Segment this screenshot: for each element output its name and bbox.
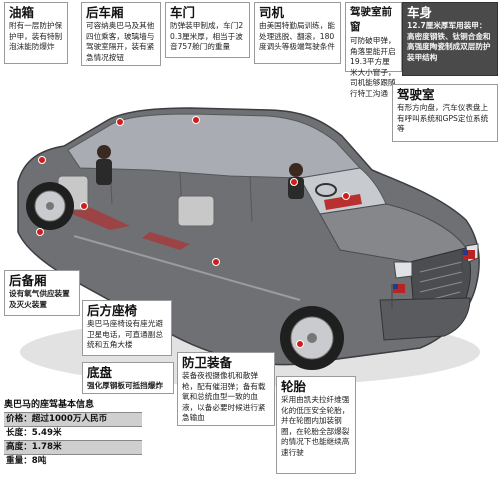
marker-chassis <box>36 228 44 236</box>
passenger-figure <box>97 145 111 159</box>
dashboard <box>324 194 362 210</box>
steering-wheel <box>315 183 337 197</box>
flag-left <box>393 284 405 293</box>
label-rear-seats-title: 后方座椅 <box>87 303 138 318</box>
marker-cab-windows <box>342 192 350 200</box>
label-rear-cabin-title: 后车厢 <box>86 5 124 20</box>
car-roof-glass <box>67 113 361 179</box>
label-rear-cabin: 后车厢 可容纳奥巴马及其他四位乘客，玻璃墙与驾驶室隔开，装有紧急情况按钮 <box>81 2 161 66</box>
front-bumper <box>379 297 471 341</box>
rear-wheel <box>26 182 74 230</box>
spec-row-price: 价格：超过1000万人民币 <box>4 412 142 426</box>
spec-table: 奥巴马的座驾基本信息 价格：超过1000万人民币 长度：5.49米 高度：1.7… <box>4 399 142 468</box>
label-driver-text: 由美国特勤局训练，能处理逃脱、翻滚，180度调头等极端驾驶条件 <box>259 21 335 51</box>
spec-title: 奥巴马的座驾基本信息 <box>4 400 95 410</box>
label-doors-text: 防弹装甲制成，车门20.3厘米厚，相当于波音757舱门的重量 <box>170 21 244 51</box>
label-cab-title: 驾驶室 <box>397 87 435 102</box>
flag-right <box>463 250 475 259</box>
label-chassis-text: 强化厚钢板可抵挡爆炸 <box>87 381 163 390</box>
label-cab-text: 有形方向盘，汽车仪表盘上有呼叫系统和GPS定位系统等 <box>397 103 489 133</box>
label-tires-text: 采用由凯夫拉纤维强化的低压安全轮胎，并在轮圈内加装钢圈，在轮胎全部爆裂的情况下也… <box>281 395 350 457</box>
label-fuel-tank-text: 附有一层防护保护甲，装有特制泡沫能防爆炸 <box>9 21 63 51</box>
label-cab-windows-text: 可防破甲弹，角落里能开启19.3平方厘米大小窗子，司机能够跟随行特工沟通 <box>350 36 396 98</box>
label-body: 车身 12.7厘米厚军用装甲：高密度钢铁、钛铜合金和高强度陶瓷制成双层防护装甲结… <box>402 2 498 76</box>
marker-fuel-tank <box>38 156 46 164</box>
label-defense-text: 装备夜视摄像机和散弹枪，配有催泪弹；备有载氧和总统血型一致的血液，以备必要时候进… <box>182 371 266 422</box>
label-doors-title: 车门 <box>170 5 196 20</box>
label-fuel-tank-title: 油箱 <box>9 5 35 20</box>
label-doors: 车门 防弹装甲制成，车门20.3厘米厚，相当于波音757舱门的重量 <box>165 2 250 58</box>
marker-defense <box>212 258 220 266</box>
label-rear-seats: 后方座椅 奥巴马座椅设有座光避卫星电话，可直通副总统和五角大楼 <box>82 300 172 356</box>
front-wheel <box>280 306 344 370</box>
body-crease <box>73 235 301 301</box>
label-defense: 防卫装备 装备夜视摄像机和散弹枪，配有催泪弹；备有载氧和总统血型一致的血液，以备… <box>177 352 275 426</box>
label-defense-title: 防卫装备 <box>182 355 233 370</box>
label-rear-seats-text: 奥巴马座椅设有座光避卫星电话，可直通副总统和五角大楼 <box>87 319 163 349</box>
label-trunk-title: 后备厢 <box>9 273 47 288</box>
marker-driver <box>290 178 298 186</box>
marker-trunk <box>80 202 88 210</box>
label-cab-windows: 驾驶室前窗 可防破甲弹，角落里能开启19.3平方厘米大小窗子，司机能够跟随行特工… <box>345 2 402 98</box>
label-rear-cabin-text: 可容纳奥巴马及其他四位乘客，玻璃墙与驾驶室隔开，装有紧急情况按钮 <box>86 21 155 62</box>
headlight-left <box>393 261 413 279</box>
spec-row-weight: 重量：8吨 <box>4 454 142 468</box>
marker-doors <box>192 116 200 124</box>
feature-markers <box>36 116 350 348</box>
mid-floor <box>142 232 190 250</box>
label-tires-title: 轮胎 <box>281 379 307 394</box>
driver-figure <box>289 163 303 177</box>
label-trunk-text: 设有氧气供应装置及灭火装置 <box>9 289 70 309</box>
label-body-title: 车身 <box>407 5 433 20</box>
label-cab-windows-title: 驾驶室前窗 <box>350 6 392 33</box>
spec-row-height: 高度：1.78米 <box>4 440 142 454</box>
label-body-text: 12.7厘米厚军用装甲：高密度钢铁、钛铜合金和高强度陶瓷制成双层防护装甲结构 <box>407 21 491 62</box>
label-chassis-title: 底盘 <box>87 365 113 380</box>
label-trunk: 后备厢 设有氧气供应装置及灭火装置 <box>4 270 80 316</box>
marker-rear-cabin <box>116 118 124 126</box>
marker-tires <box>296 340 304 348</box>
label-chassis: 底盘 强化厚钢板可抵挡爆炸 <box>82 362 174 394</box>
passenger-body <box>96 159 112 185</box>
label-fuel-tank: 油箱 附有一层防护保护甲，装有特制泡沫能防爆炸 <box>4 2 68 64</box>
spec-row-length: 长度：5.49米 <box>4 426 142 440</box>
label-cab: 驾驶室 有形方向盘，汽车仪表盘上有呼叫系统和GPS定位系统等 <box>392 84 498 142</box>
mid-seat <box>177 195 215 227</box>
grille-bars <box>419 261 463 303</box>
label-driver-title: 司机 <box>259 5 285 20</box>
label-tires: 轮胎 采用由凯夫拉纤维强化的低压安全轮胎，并在轮圈内加装钢圈，在轮胎全部爆裂的情… <box>276 376 356 474</box>
label-driver: 司机 由美国特勤局训练，能处理逃脱、翻滚，180度调头等极端驾驶条件 <box>254 2 341 64</box>
